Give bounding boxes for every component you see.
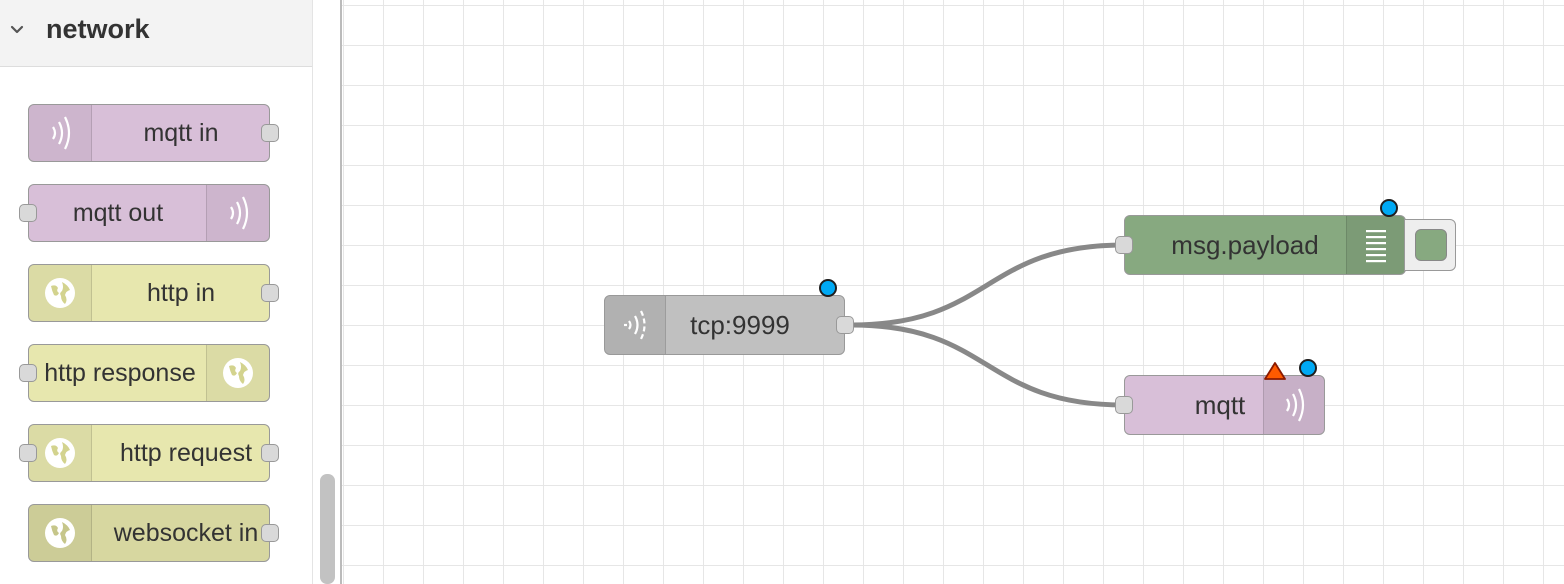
status-dot — [819, 279, 837, 297]
palette-node-mqtt-out[interactable]: mqtt out — [19, 184, 270, 242]
chevron-down-icon[interactable] — [8, 21, 26, 39]
output-port[interactable] — [261, 444, 279, 462]
palette-node-label: websocket in — [113, 518, 259, 547]
mqtt-icon — [206, 185, 269, 241]
mqtt-icon — [29, 105, 92, 161]
palette-sidebar: network mqtt in mqtt out http in http re… — [0, 0, 342, 584]
debug-toggle-button[interactable] — [1404, 219, 1456, 271]
palette-divider — [312, 0, 313, 584]
palette-node-http-response[interactable]: http response — [19, 344, 270, 402]
palette-node-label: http request — [119, 438, 253, 467]
status-dot — [1299, 359, 1317, 377]
palette-node-http-in[interactable]: http in — [28, 264, 279, 322]
output-port[interactable] — [261, 284, 279, 302]
input-port[interactable] — [19, 364, 37, 382]
output-port[interactable] — [836, 316, 854, 334]
tcp-icon — [605, 296, 666, 354]
debug-toggle-indicator — [1415, 229, 1447, 261]
mqtt-icon — [1263, 376, 1324, 434]
palette-node-websocket-in[interactable]: websocket in — [28, 504, 279, 562]
node-label: mqtt — [1194, 389, 1246, 420]
palette-category-title: network — [46, 14, 150, 44]
palette-node-http-request[interactable]: http request — [19, 424, 279, 482]
output-port[interactable] — [261, 124, 279, 142]
globe-icon — [29, 265, 92, 321]
palette-node-mqtt-in[interactable]: mqtt in — [28, 104, 279, 162]
input-port[interactable] — [1115, 236, 1133, 254]
input-port[interactable] — [1115, 396, 1133, 414]
node-mqtt-out[interactable]: mqtt — [1115, 359, 1325, 435]
palette-node-label: http response — [44, 358, 196, 387]
node-tcp-in[interactable]: tcp:9999 — [604, 279, 854, 355]
palette-scrollbar[interactable] — [320, 474, 335, 584]
globe-icon — [29, 505, 92, 561]
input-port[interactable] — [19, 204, 37, 222]
input-port[interactable] — [19, 444, 37, 462]
status-dot — [1380, 199, 1398, 217]
globe-icon — [206, 345, 269, 401]
palette-node-label: http in — [146, 278, 216, 307]
palette-node-label: mqtt out — [72, 198, 164, 227]
node-debug[interactable]: msg.payload — [1115, 199, 1406, 275]
wire-tcp-to-debug[interactable] — [851, 242, 1125, 328]
palette-node-label: mqtt in — [143, 118, 219, 147]
output-port[interactable] — [261, 524, 279, 542]
debug-list-icon — [1346, 216, 1405, 274]
node-label: tcp:9999 — [690, 309, 790, 340]
node-label: msg.payload — [1171, 229, 1319, 260]
wires-layer — [851, 242, 1125, 408]
palette-category-header[interactable]: network — [0, 0, 312, 67]
wire-tcp-to-mqtt[interactable] — [851, 322, 1125, 408]
warning-triangle-icon — [1264, 362, 1286, 380]
flow-workspace[interactable]: tcp:9999 msg.payload mqtt — [342, 0, 1564, 584]
globe-icon — [29, 425, 92, 481]
